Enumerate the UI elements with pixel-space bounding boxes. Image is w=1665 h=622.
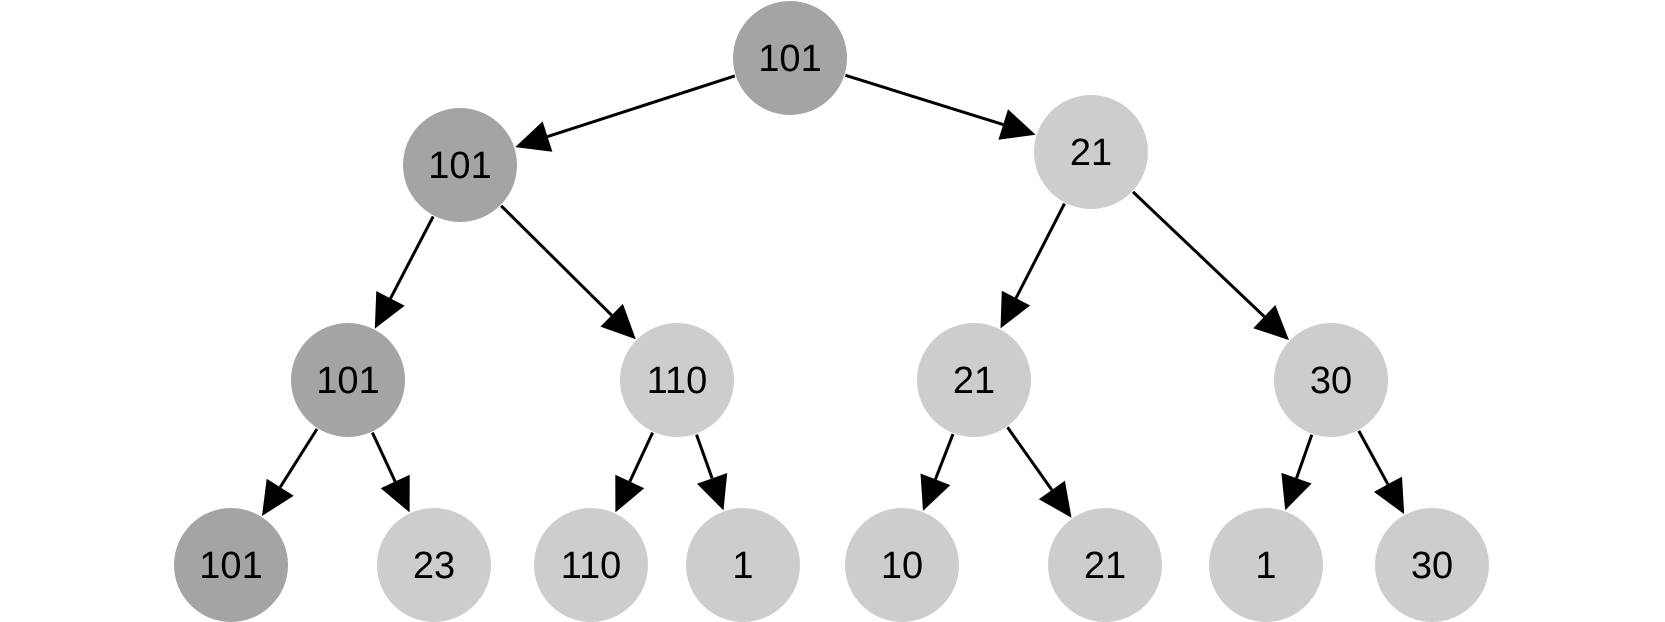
tree-node-n3: 101 bbox=[291, 323, 405, 437]
tree-node-n8: 23 bbox=[377, 508, 491, 622]
node-circle bbox=[1048, 508, 1162, 622]
edge-line bbox=[1131, 190, 1266, 318]
node-circle bbox=[1209, 508, 1323, 622]
edge-n5-n11 bbox=[920, 433, 955, 511]
arrowhead-icon bbox=[1373, 476, 1405, 515]
edge-line bbox=[1014, 202, 1066, 299]
arrowhead-icon bbox=[515, 121, 553, 152]
tree-node-n6: 30 bbox=[1274, 323, 1388, 437]
node-circle bbox=[917, 323, 1031, 437]
tree-node-n10: 1 bbox=[686, 508, 800, 622]
highlighted-node-circle bbox=[403, 108, 517, 222]
node-label: 1 bbox=[732, 545, 753, 587]
node-label: 101 bbox=[428, 145, 491, 187]
node-circle bbox=[534, 508, 648, 622]
edge-line bbox=[844, 73, 1004, 127]
edge-line bbox=[547, 74, 736, 139]
tree-node-n13: 1 bbox=[1209, 508, 1323, 622]
node-label: 21 bbox=[953, 360, 995, 402]
node-label: 23 bbox=[413, 545, 455, 587]
edge-line bbox=[278, 428, 319, 489]
edge-line bbox=[1357, 430, 1390, 486]
tree-node-n1: 101 bbox=[403, 108, 517, 222]
arrowhead-icon bbox=[1253, 305, 1289, 341]
edge-line bbox=[1295, 434, 1314, 479]
arrowhead-icon bbox=[1000, 290, 1031, 329]
edge-line bbox=[371, 431, 397, 483]
arrowhead-icon bbox=[374, 291, 405, 329]
arrowhead-icon bbox=[600, 303, 636, 340]
edge-n0-n1 bbox=[515, 74, 736, 152]
edge-n1-n3 bbox=[374, 215, 435, 329]
node-circle bbox=[1375, 508, 1489, 622]
arrowhead-icon bbox=[380, 474, 410, 513]
node-label: 101 bbox=[316, 360, 379, 402]
arrowhead-icon bbox=[262, 478, 294, 516]
node-label: 101 bbox=[199, 545, 262, 587]
node-circle bbox=[620, 323, 734, 437]
node-label: 30 bbox=[1310, 360, 1352, 402]
node-circle bbox=[1274, 323, 1388, 437]
edge-n5-n12 bbox=[1006, 426, 1072, 518]
edge-n6-n13 bbox=[1281, 434, 1314, 511]
arrowhead-icon bbox=[1281, 472, 1312, 511]
edge-line bbox=[500, 204, 613, 317]
tree-node-n12: 21 bbox=[1048, 508, 1162, 622]
arrowhead-icon bbox=[615, 474, 645, 513]
tree-node-n0: 101 bbox=[733, 1, 847, 115]
arrowhead-icon bbox=[998, 109, 1036, 140]
edge-n6-n14 bbox=[1357, 430, 1405, 515]
arrowhead-icon bbox=[697, 473, 728, 511]
node-circle bbox=[686, 508, 800, 622]
edge-n0-n2 bbox=[844, 73, 1036, 140]
edge-n2-n5 bbox=[1000, 202, 1066, 329]
edge-line bbox=[1006, 426, 1054, 491]
highlighted-node-circle bbox=[733, 1, 847, 115]
edge-line bbox=[934, 433, 955, 480]
edge-n1-n4 bbox=[500, 204, 636, 340]
node-label: 1 bbox=[1255, 545, 1276, 587]
edge-n3-n8 bbox=[371, 431, 410, 513]
tree-node-n5: 21 bbox=[917, 323, 1031, 437]
node-label: 30 bbox=[1411, 545, 1453, 587]
arrowhead-icon bbox=[920, 473, 951, 511]
highlighted-node-circle bbox=[291, 323, 405, 437]
edge-n2-n6 bbox=[1131, 190, 1289, 341]
edges-layer bbox=[262, 73, 1405, 518]
edge-n3-n7 bbox=[262, 428, 319, 516]
tree-node-n4: 110 bbox=[620, 323, 734, 437]
tree-node-n11: 10 bbox=[845, 508, 959, 622]
node-label: 101 bbox=[758, 38, 821, 80]
node-circle bbox=[1034, 95, 1148, 209]
node-label: 110 bbox=[647, 360, 708, 402]
tree-node-n14: 30 bbox=[1375, 508, 1489, 622]
tree-node-n7: 101 bbox=[174, 508, 288, 622]
edge-n4-n10 bbox=[695, 434, 728, 511]
node-label: 21 bbox=[1084, 545, 1126, 587]
highlighted-node-circle bbox=[174, 508, 288, 622]
tree-node-n9: 110 bbox=[534, 508, 648, 622]
node-label: 110 bbox=[561, 545, 622, 587]
edge-line bbox=[695, 434, 714, 479]
arrowhead-icon bbox=[1038, 480, 1072, 518]
node-circle bbox=[377, 508, 491, 622]
node-label: 10 bbox=[881, 545, 923, 587]
edge-line bbox=[628, 431, 654, 483]
tree-node-n2: 21 bbox=[1034, 95, 1148, 209]
edge-line bbox=[389, 215, 435, 300]
node-circle bbox=[845, 508, 959, 622]
edge-n4-n9 bbox=[615, 431, 654, 513]
node-label: 21 bbox=[1070, 132, 1112, 174]
